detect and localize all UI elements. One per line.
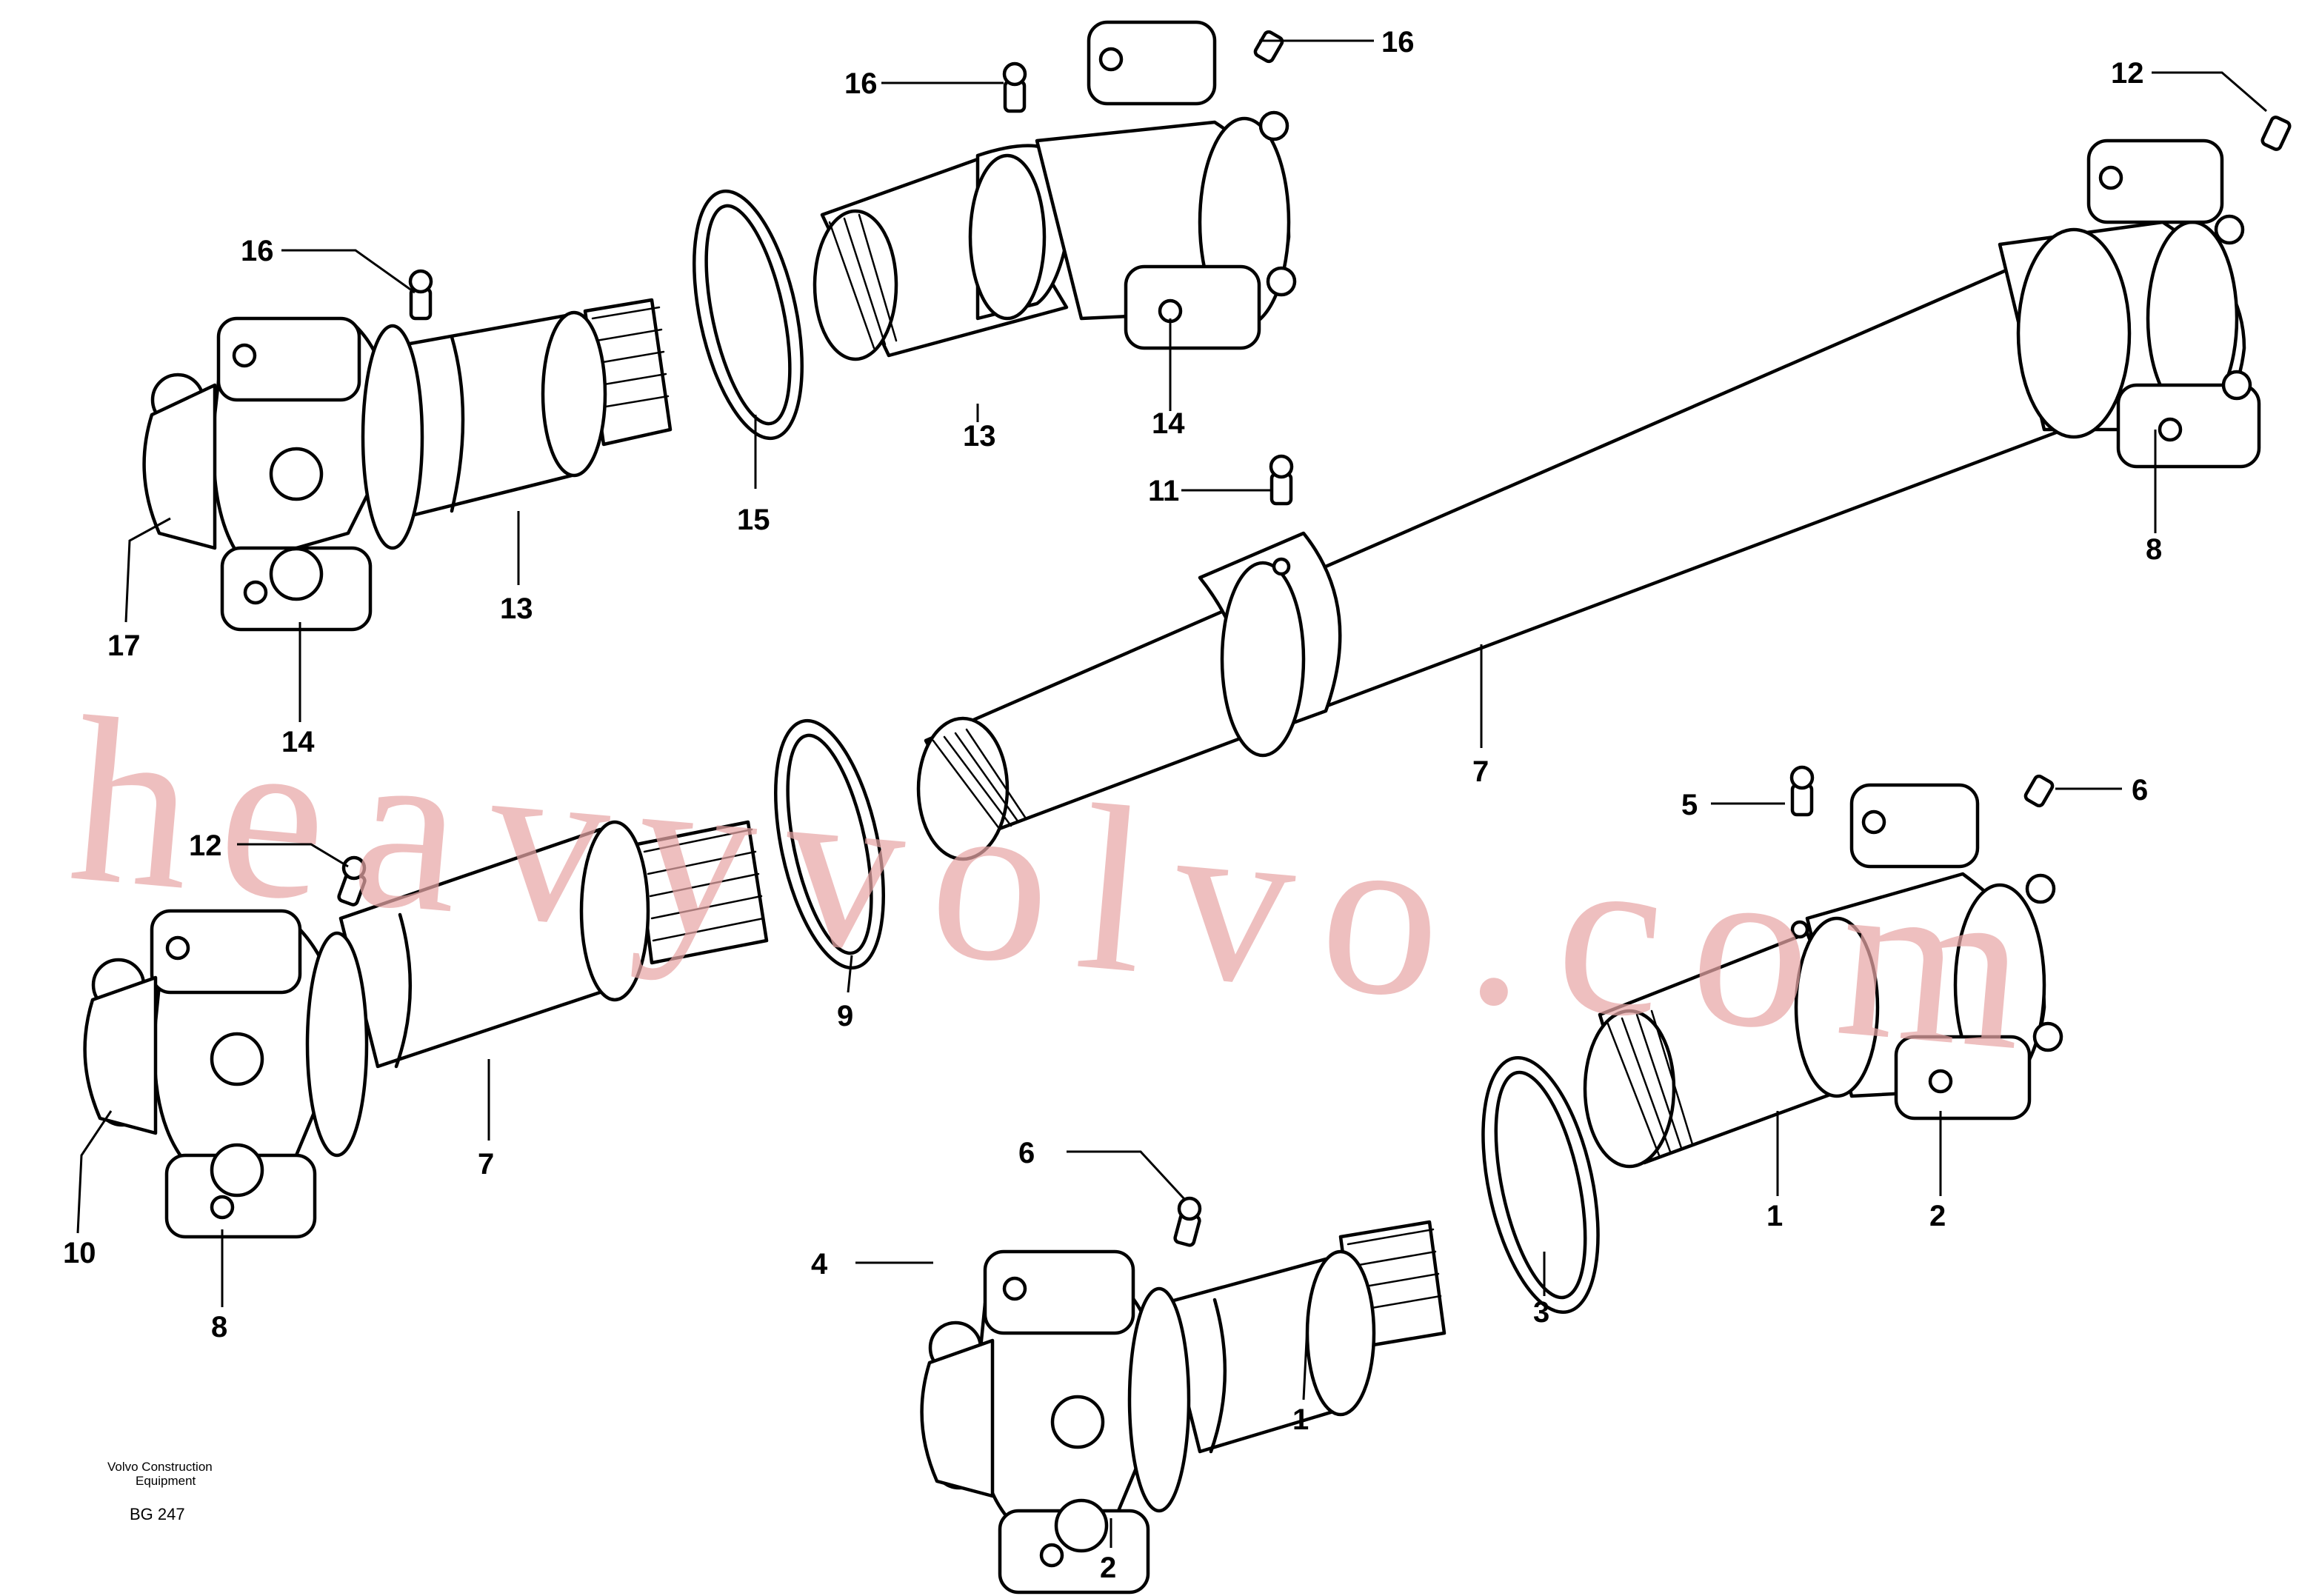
callout-1-lower: 1 xyxy=(1292,1403,1309,1436)
callout-9: 9 xyxy=(837,1000,853,1032)
callout-7-left: 7 xyxy=(478,1148,494,1181)
upper-sleeve-yoke-13-14 xyxy=(815,22,1295,359)
callout-14-upper: 14 xyxy=(1152,407,1185,440)
callout-6-lower: 6 xyxy=(1018,1137,1035,1169)
publisher-line-2: Equipment xyxy=(136,1474,196,1488)
callout-4: 4 xyxy=(811,1248,828,1281)
callout-7-tube: 7 xyxy=(1472,755,1489,788)
callout-6-right: 6 xyxy=(2132,774,2148,807)
callout-2-lower: 2 xyxy=(1100,1552,1116,1584)
long-shaft-yoke-8 xyxy=(2000,116,2291,467)
callout-11: 11 xyxy=(1148,475,1179,507)
callout-14-lower: 14 xyxy=(281,726,315,758)
upper-universal-joint xyxy=(144,271,670,630)
seal-ring-15 xyxy=(675,181,821,448)
callout-17: 17 xyxy=(107,630,141,662)
callout-3: 3 xyxy=(1533,1296,1549,1329)
lower-universal-joint xyxy=(922,1198,1444,1592)
callout-16-upper-sleeve: 16 xyxy=(844,67,878,100)
callout-16-upper-yoke: 16 xyxy=(1381,26,1415,59)
callout-8-right: 8 xyxy=(2146,533,2162,566)
callout-10: 10 xyxy=(63,1237,96,1269)
callout-2-right: 2 xyxy=(1929,1200,1946,1232)
callout-12-right: 12 xyxy=(2111,57,2144,90)
callout-8-left: 8 xyxy=(211,1311,227,1343)
publisher-line-1: Volvo Construction xyxy=(107,1460,213,1474)
callout-16-left-joint: 16 xyxy=(241,235,274,267)
drawing-footer: Volvo Construction Equipment BG 247 xyxy=(107,1460,213,1523)
callout-15: 15 xyxy=(737,504,770,536)
callout-5: 5 xyxy=(1681,789,1698,821)
callout-13-lower: 13 xyxy=(500,592,533,625)
drawing-code: BG 247 xyxy=(130,1505,185,1523)
callout-12-left: 12 xyxy=(189,829,222,862)
callout-13-upper: 13 xyxy=(963,420,996,453)
callout-1-right: 1 xyxy=(1766,1200,1783,1232)
